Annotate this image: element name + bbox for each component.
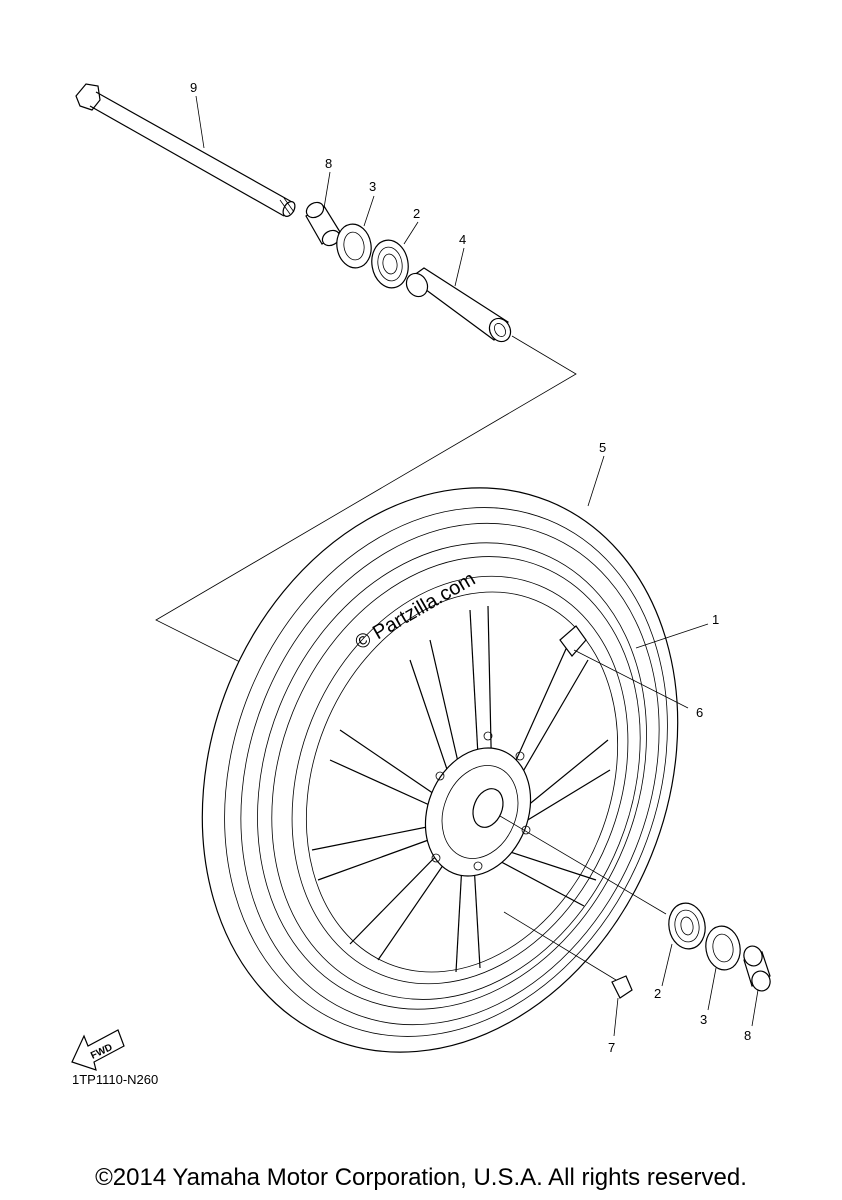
oil-seal-top-part[interactable] xyxy=(333,221,374,270)
wheel-assembly[interactable] xyxy=(120,416,760,1125)
valve-guide-line xyxy=(503,911,617,981)
callout-collar-top: 8 xyxy=(325,156,332,171)
spacer-part[interactable] xyxy=(402,267,514,345)
rim-part xyxy=(257,542,647,1010)
collar-bottom-part[interactable] xyxy=(741,944,773,994)
bearing-bottom-part[interactable] xyxy=(665,900,708,952)
fwd-arrow-icon: FWD xyxy=(71,1029,125,1071)
valve-part[interactable] xyxy=(611,975,633,999)
collar-top-part[interactable] xyxy=(304,199,343,248)
callout-valve: 7 xyxy=(608,1040,615,1055)
callout-bearing-bottom: 2 xyxy=(654,986,661,1001)
callout-tire: 5 xyxy=(599,440,606,455)
bearing-top-part[interactable] xyxy=(368,237,412,291)
callout-oil-seal-bottom: 3 xyxy=(700,1012,707,1027)
callout-oil-seal-top: 3 xyxy=(369,179,376,194)
callout-axle: 9 xyxy=(190,80,197,95)
callout-wheel: 1 xyxy=(712,612,719,627)
callout-valve-cap: 6 xyxy=(696,705,703,720)
valve-cap-part xyxy=(559,625,587,657)
axis-guide-line xyxy=(499,815,667,915)
copyright-notice: ©2014 Yamaha Motor Corporation, U.S.A. A… xyxy=(95,1164,747,1191)
callout-collar-bottom: 8 xyxy=(744,1028,751,1043)
callout-bearing-top: 2 xyxy=(413,206,420,221)
callout-spacer: 4 xyxy=(459,232,466,247)
axle-part[interactable] xyxy=(75,83,297,218)
diagram-code: 1TP1110-N260 xyxy=(72,1072,159,1087)
assembly-guide-line xyxy=(155,335,577,669)
oil-seal-bottom-part[interactable] xyxy=(702,923,743,972)
tire-part xyxy=(201,487,679,1053)
